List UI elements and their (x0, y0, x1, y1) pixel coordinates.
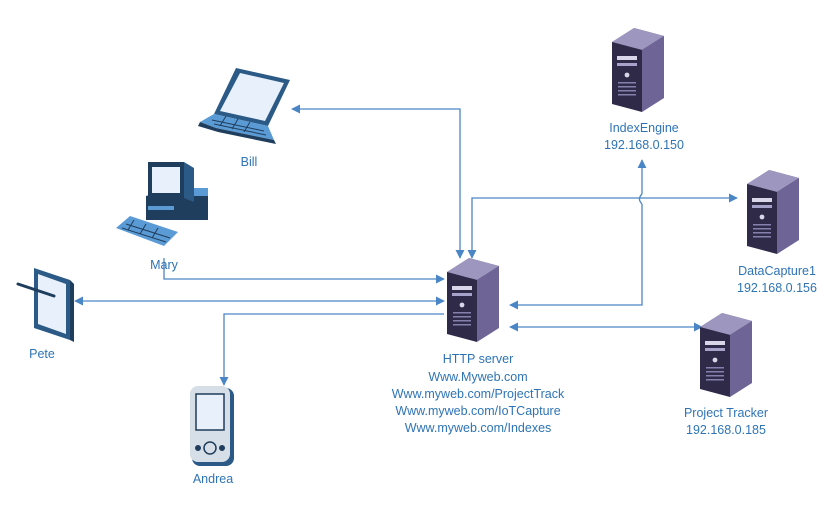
server-icon-index-engine (612, 28, 664, 112)
link-andrea-server (219, 313, 444, 386)
url-3: Www.myweb.com/IoTCapture (395, 404, 561, 418)
laptop-icon (198, 68, 290, 144)
label-andrea: Andrea (192, 472, 234, 486)
ip-datacapture: 192.168.0.156 (737, 281, 817, 295)
connections (74, 104, 738, 386)
label-http-server: HTTP server (442, 352, 514, 366)
url-4: Www.myweb.com/Indexes (404, 421, 552, 435)
label-datacapture: DataCapture1 (738, 264, 816, 278)
label-bill: Bill (240, 155, 258, 169)
url-1: Www.Myweb.com (428, 370, 528, 384)
link-bill-server (291, 104, 465, 259)
link-datacapture-server (467, 193, 738, 259)
pda-icon (190, 386, 234, 466)
label-index-engine: IndexEngine (609, 121, 679, 135)
ip-index-engine: 192.168.0.150 (604, 138, 684, 152)
server-icon-http (447, 258, 499, 342)
link-mary-server (163, 258, 445, 284)
server-icon-datacapture (747, 170, 799, 254)
desktop-computer-icon (116, 162, 208, 246)
label-pete: Pete (29, 347, 55, 361)
label-project-tracker: Project Tracker (683, 406, 769, 420)
url-2: Www.myweb.com/ProjectTrack (391, 387, 565, 401)
link-index-server (510, 160, 642, 305)
server-icon-project-tracker (700, 313, 752, 397)
ip-project-tracker: 192.168.0.185 (686, 423, 766, 437)
tablet-pen-icon (16, 268, 74, 342)
label-mary: Mary (150, 258, 178, 272)
line-hop (638, 193, 643, 205)
